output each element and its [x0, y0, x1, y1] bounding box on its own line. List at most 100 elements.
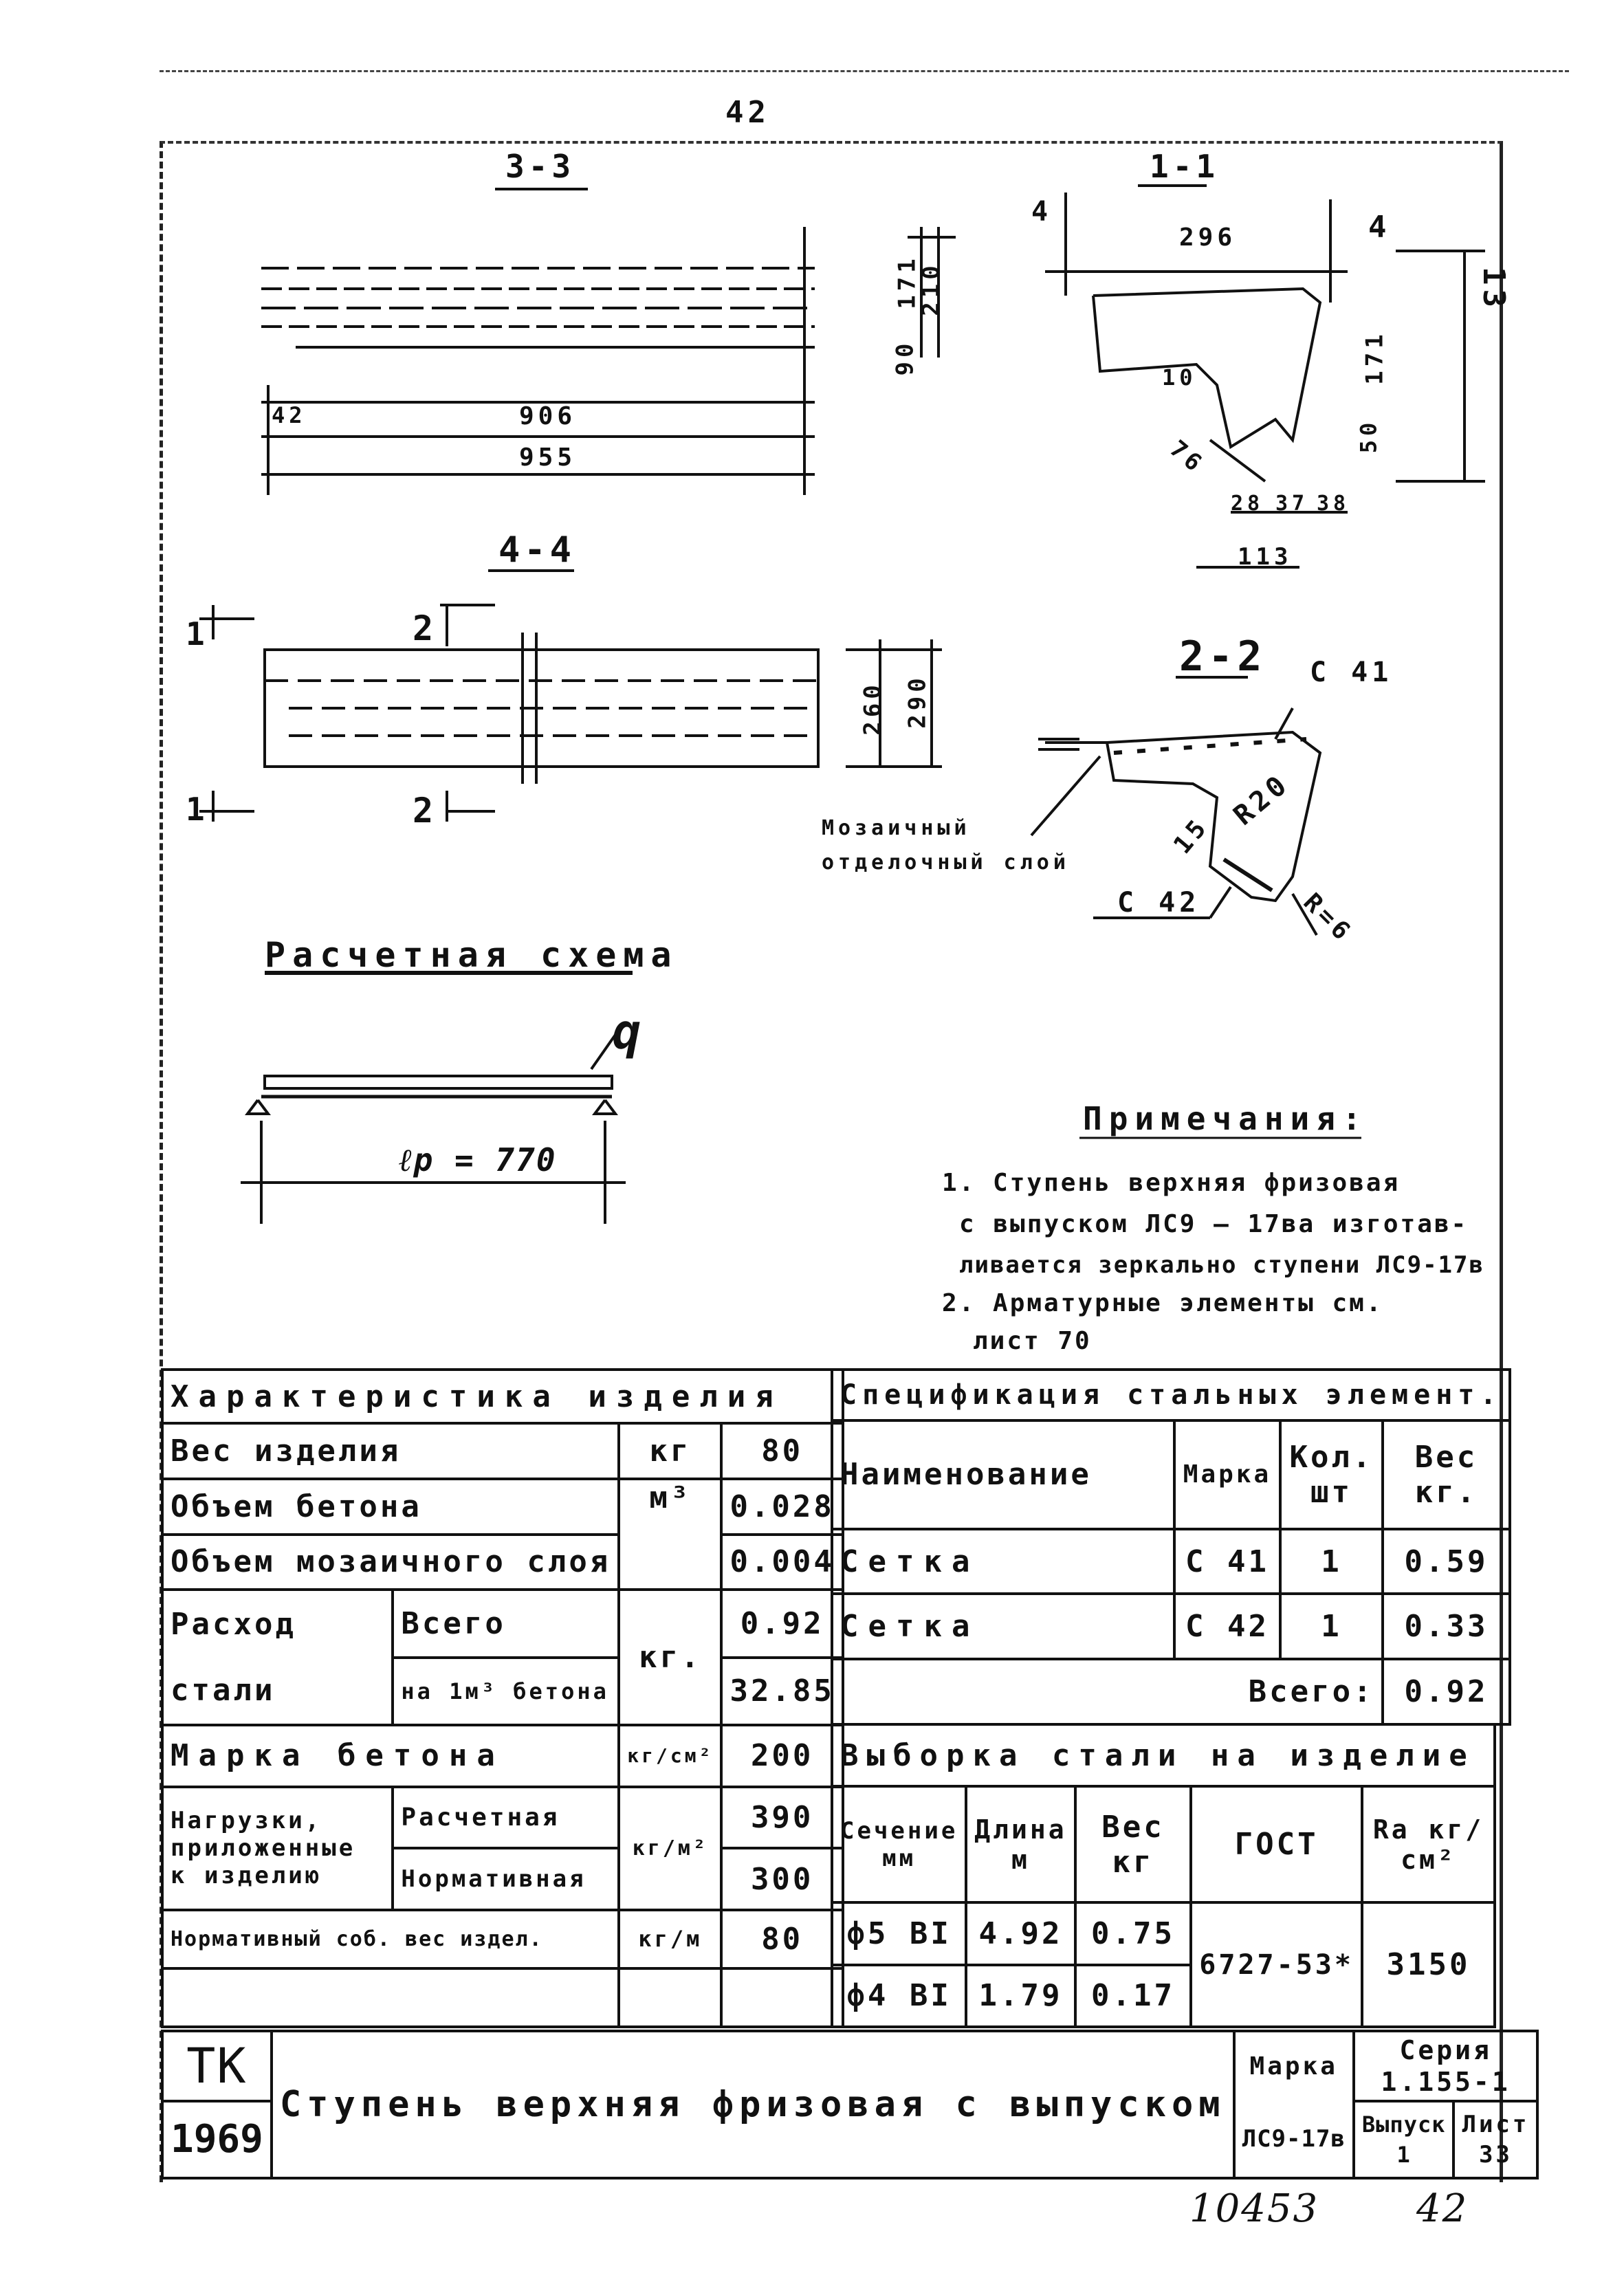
- dim-38: 38: [1317, 492, 1350, 516]
- steel-header-weight: Вес кг: [1073, 1785, 1193, 1904]
- load-norm-value: 300: [720, 1847, 844, 1911]
- char-row-label: Вес изделия: [160, 1422, 621, 1480]
- notes-title: Примечания:: [1083, 1100, 1368, 1137]
- characteristics-title: Характеристика изделия: [161, 1368, 844, 1425]
- load-label-3: к изделию: [171, 1862, 322, 1890]
- steel-selection-table: Выборка стали на изделие Сечение мм Длин…: [830, 1722, 1497, 2029]
- dim-4-left: 4: [1031, 196, 1053, 228]
- sheet-value: 33: [1478, 2140, 1513, 2168]
- spec-row-weight: 0.33: [1381, 1592, 1512, 1661]
- section-label-2-2: 2-2: [1179, 633, 1266, 681]
- steel-consumption-label-1: Расход: [160, 1588, 395, 1658]
- sheet-label: Лист: [1462, 2110, 1530, 2138]
- char-row-value: 0.004: [720, 1533, 844, 1592]
- spec-header-name: Наименование: [831, 1418, 1176, 1530]
- steel-row-section: ф5 ВI: [830, 1901, 968, 1966]
- inventory-number: 10453: [1189, 2186, 1319, 2231]
- mesh-label-c41: С 41: [1310, 657, 1393, 688]
- mark-label: Марка: [1232, 2030, 1355, 2101]
- load-unit: кг/м²: [617, 1785, 723, 1911]
- issue-label: Выпуск: [1361, 2111, 1446, 2138]
- section-3-3-drawing: [261, 188, 956, 495]
- mosaic-layer-label: Мозаичный отделочный слой: [822, 816, 1070, 875]
- steel-consumption-label-2: стали: [160, 1657, 395, 1727]
- cut-mark-1-bottom: 1: [186, 791, 209, 828]
- series-cell: Серия 1.155-1: [1352, 2030, 1539, 2102]
- steel-row-weight: 0.75: [1073, 1901, 1193, 1966]
- steel-total-label: Всего: [391, 1588, 621, 1659]
- section-label-4-4: 4-4: [498, 529, 575, 571]
- self-weight-label: Нормативный соб. вес издел.: [160, 1908, 621, 1970]
- char-row-label: Объем мозаичного слоя: [160, 1533, 621, 1592]
- series-value: 1.155-1: [1381, 2066, 1511, 2097]
- spec-row-mark: С 42: [1172, 1592, 1282, 1661]
- spec-row-name: Сетка: [831, 1527, 1176, 1596]
- note-2: 2. Арматурные элементы см.: [942, 1289, 1383, 1317]
- cut-mark-1-top: 1: [186, 615, 209, 652]
- self-weight-unit: кг/м: [617, 1908, 723, 1970]
- spec-row-qty: 1: [1279, 1527, 1384, 1596]
- dim-171-left: 171: [893, 254, 921, 309]
- mesh-label-c42: С 42: [1117, 887, 1200, 919]
- steel-per-label: на 1м³ бетона: [391, 1656, 621, 1727]
- section-2-2-drawing: [1030, 676, 1322, 936]
- steel-total-value: 0.92: [720, 1588, 844, 1659]
- dim-290: 290: [903, 674, 932, 729]
- dim-37: 37: [1275, 492, 1309, 516]
- characteristics-table: Характеристика изделия Вес изделия кг 80…: [160, 1368, 844, 2029]
- load-calc-value: 390: [720, 1785, 844, 1850]
- page-top-number: 42: [725, 95, 770, 130]
- steel-gost-value: 6727-53*: [1189, 1901, 1363, 2028]
- section-4-4-drawing: [199, 569, 942, 822]
- dim-260: 260: [859, 681, 887, 736]
- dim-42: 42: [272, 402, 307, 428]
- span-label: ℓp = 770: [399, 1141, 557, 1178]
- calc-scheme-title: Расчетная схема: [265, 935, 679, 975]
- spec-row-weight: 0.59: [1381, 1527, 1512, 1596]
- issue-value: 1: [1396, 2141, 1411, 2168]
- spec-table: Спецификация стальных элемент. Наименова…: [830, 1368, 1512, 1726]
- spec-header-weight: Вес кг.: [1381, 1418, 1512, 1530]
- steel-header-section: Сечение мм: [830, 1785, 968, 1904]
- product-name: Ступень верхняя фризовая с выпуском: [270, 2030, 1236, 2179]
- drawing-frame: [160, 141, 1503, 2182]
- concrete-grade-unit: кг/см²: [617, 1724, 723, 1788]
- series-label: Серия: [1399, 2034, 1492, 2065]
- footer-page-number: 42: [1416, 2186, 1469, 2231]
- steel-header-length: Длина м: [965, 1785, 1077, 1904]
- spec-row-qty: 1: [1279, 1592, 1384, 1661]
- steel-selection-title: Выборка стали на изделие: [831, 1722, 1496, 1788]
- steel-row-weight: 0.17: [1073, 1963, 1193, 2029]
- char-row-unit: кг: [617, 1422, 723, 1480]
- note-1b: с выпуском ЛС9 — 17ва изготав-: [959, 1210, 1469, 1238]
- spec-title: Спецификация стальных элемент.: [830, 1368, 1512, 1422]
- dim-113: 113: [1238, 543, 1293, 571]
- char-row-unit: м³: [617, 1477, 723, 1592]
- dim-50: 50: [1355, 418, 1382, 454]
- spec-header-qty: Кол. шт: [1279, 1418, 1384, 1530]
- section-label-1-1: 1-1: [1150, 148, 1220, 185]
- load-label-1: Нагрузки,: [171, 1807, 322, 1835]
- spec-total-value: 0.92: [1381, 1658, 1512, 1726]
- dim-171-right: 171: [1361, 330, 1389, 385]
- concrete-grade-label: Марка бетона: [160, 1724, 621, 1788]
- spec-row-mark: С 41: [1172, 1527, 1282, 1596]
- year-label: 1969: [161, 2099, 273, 2180]
- tk-label: ТК: [161, 2030, 273, 2102]
- steel-row-section: ф4 ВI: [830, 1963, 968, 2029]
- dim-13: 13: [1475, 267, 1511, 311]
- self-weight-value: 80: [720, 1908, 844, 1970]
- spec-header-mark: Марка: [1172, 1418, 1282, 1530]
- empty-cell: [720, 1966, 844, 2029]
- load-label: Нагрузки, приложенные к изделию: [160, 1785, 395, 1911]
- dim-210: 210: [917, 261, 945, 316]
- note-1c: ливается зеркально ступени ЛС9-17в: [959, 1251, 1484, 1279]
- issue-cell: Выпуск 1: [1352, 2099, 1456, 2180]
- cut-mark-2-top: 2: [413, 608, 438, 648]
- empty-cell: [617, 1966, 723, 2029]
- steel-unit: кг.: [617, 1588, 723, 1727]
- load-calc-label: Расчетная: [391, 1785, 621, 1850]
- load-norm-label: Нормативная: [391, 1847, 621, 1911]
- steel-per-value: 32.85: [720, 1656, 844, 1727]
